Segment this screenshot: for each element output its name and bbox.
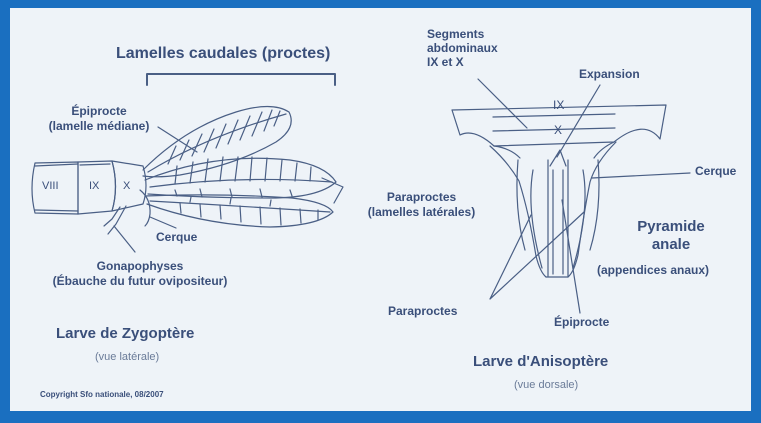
leader-expansion [557,85,600,157]
copyright-text: Copyright Sfo nationale, 08/2007 [40,390,164,400]
lamelles-caudales-title: Lamelles caudales (proctes) [116,44,330,63]
paraprocte-lamella-2 [145,195,333,227]
anal-pyramid [490,142,616,277]
epiprocte-lamella [143,107,291,177]
segment-x-label-right: X [554,123,562,138]
paraproctes-label-left: Paraproctes (lamelles latérales) [349,190,494,220]
cerque-label-left: Cerque [156,230,197,245]
epiprocte-label: Épiprocte (lamelle médiane) [33,104,165,134]
segment-ix-label: IX [89,179,99,194]
leader-paraproctes-right [490,212,584,299]
paraproctes-label-right: Paraproctes [388,304,457,319]
paraprocte-lamella-1 [145,157,336,198]
leader-cerque [150,217,176,228]
zygoptera-name: Larve de Zygoptère [56,325,194,343]
segments-abdominaux-label: Segments abdominaux IX et X [427,27,498,69]
leader-cerque-right [592,173,690,178]
bracket [147,74,335,85]
anisoptera-view: (vue dorsale) [514,378,578,393]
expansion-label: Expansion [579,67,640,82]
zygoptera-view: (vue latérale) [95,350,159,365]
appendices-anaux-label: (appendices anaux) [597,263,709,278]
pyramide-anale-label: Pyramide anale [616,218,726,254]
leader-gonapophyses [114,226,135,252]
segment-x-label: X [123,179,130,194]
gonapophyses-label: Gonapophyses (Ébauche du futur oviposite… [44,259,236,289]
leader-segments [478,79,527,128]
segment-viii-label: VIII [42,179,59,194]
epiprocte-label-right: Épiprocte [554,315,609,330]
anisoptera-name: Larve d'Anisoptère [473,353,608,371]
cerque-label-right: Cerque [695,164,736,179]
segment-ix-label-right: IX [553,98,564,113]
